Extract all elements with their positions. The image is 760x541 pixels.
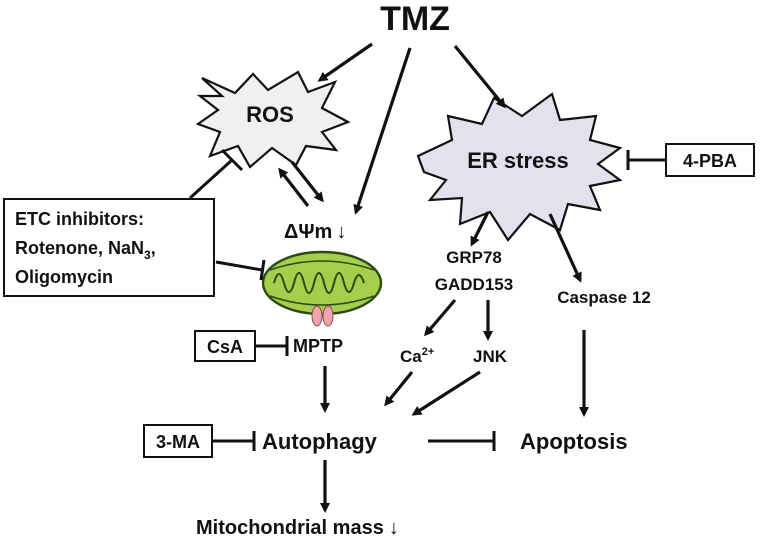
arrow-er-to-grp78: [470, 211, 490, 247]
4pba-inhibitor: 4-PBA: [665, 143, 755, 177]
mptp-pore-left: [311, 305, 323, 327]
apoptosis-label: Apoptosis: [520, 429, 628, 454]
inhibit-etc-to-mito-bar: [259, 259, 266, 281]
arrow-ros-to-mito: [290, 161, 324, 203]
arrow-er-to-caspase12: [548, 213, 582, 283]
arrow-mito-to-ros: [278, 167, 310, 207]
mito-mass-label: Mitochondrial mass↓: [196, 517, 399, 539]
etc-line2-suffix: ,: [151, 238, 156, 258]
er-stress-label: ER stress: [467, 148, 569, 173]
inhibition-lines: [188, 148, 666, 451]
ros-burst: ROS: [195, 70, 351, 169]
mitochondrion-icon: [261, 250, 383, 327]
4pba-label: 4-PBA: [683, 151, 737, 171]
inhibit-etc-to-ros-bar: [220, 148, 244, 172]
arrow-tmz-to-ros: [317, 42, 373, 82]
etc-line1: ETC inhibitors:: [15, 209, 144, 229]
delta-psi-m-text: ΔΨm: [284, 221, 332, 243]
activation-arrows: [278, 42, 589, 513]
calcium-label: Ca2+: [400, 346, 434, 366]
arrow-gadd153-to-calcium: [424, 298, 457, 337]
etc-line2-sub: 3: [144, 248, 151, 262]
grp78-label: GRP78: [446, 248, 502, 267]
csa-inhibitor: CsA: [194, 330, 256, 362]
mito-mass-text: Mitochondrial mass: [196, 517, 384, 539]
arrow-tmz-to-mito: [353, 47, 412, 215]
etc-inhibitors: ETC inhibitors: Rotenone, NaN3, Oligomyc…: [3, 198, 215, 297]
tmz-label: TMZ: [380, 0, 450, 38]
arrow-jnk-to-autophagy: [411, 370, 481, 416]
autophagy-label: Autophagy: [262, 429, 378, 454]
gadd153-label: GADD153: [435, 275, 513, 294]
mito-mass-decrease-icon: ↓: [389, 517, 399, 539]
arrow-calcium-to-autophagy: [384, 370, 414, 407]
csa-box: [194, 330, 256, 362]
mptp-label: MPTP: [293, 336, 343, 356]
inhibit-etc-to-ros: [188, 158, 234, 200]
arrow-tmz-to-er: [453, 44, 506, 109]
inhibit-etc-to-mito: [215, 260, 263, 272]
ros-burst-shape: [195, 70, 351, 169]
calcium-text: Ca: [400, 347, 422, 366]
mptp-pore-right: [322, 305, 334, 327]
calcium-charge: 2+: [422, 346, 435, 358]
er-stress-burst: ER stress: [416, 92, 623, 242]
3ma-inhibitor: 3-MA: [143, 424, 213, 458]
csa-label: CsA: [207, 337, 243, 357]
caspase12-label: Caspase 12: [557, 288, 651, 307]
etc-box: [3, 198, 215, 297]
mitochondrion-cristae: [273, 272, 365, 294]
etc-line3: Oligomycin: [15, 267, 113, 287]
mitochondrion-inner: [269, 260, 375, 306]
etc-line2: Rotenone, NaN3,: [15, 238, 156, 262]
jnk-label: JNK: [473, 347, 508, 366]
ros-label: ROS: [246, 102, 294, 127]
delta-psi-m-decrease-icon: ↓: [336, 221, 346, 243]
delta-psi-m-label: ΔΨm↓: [284, 221, 346, 243]
etc-line2-prefix: Rotenone, NaN: [15, 238, 144, 258]
3ma-label: 3-MA: [156, 432, 200, 452]
